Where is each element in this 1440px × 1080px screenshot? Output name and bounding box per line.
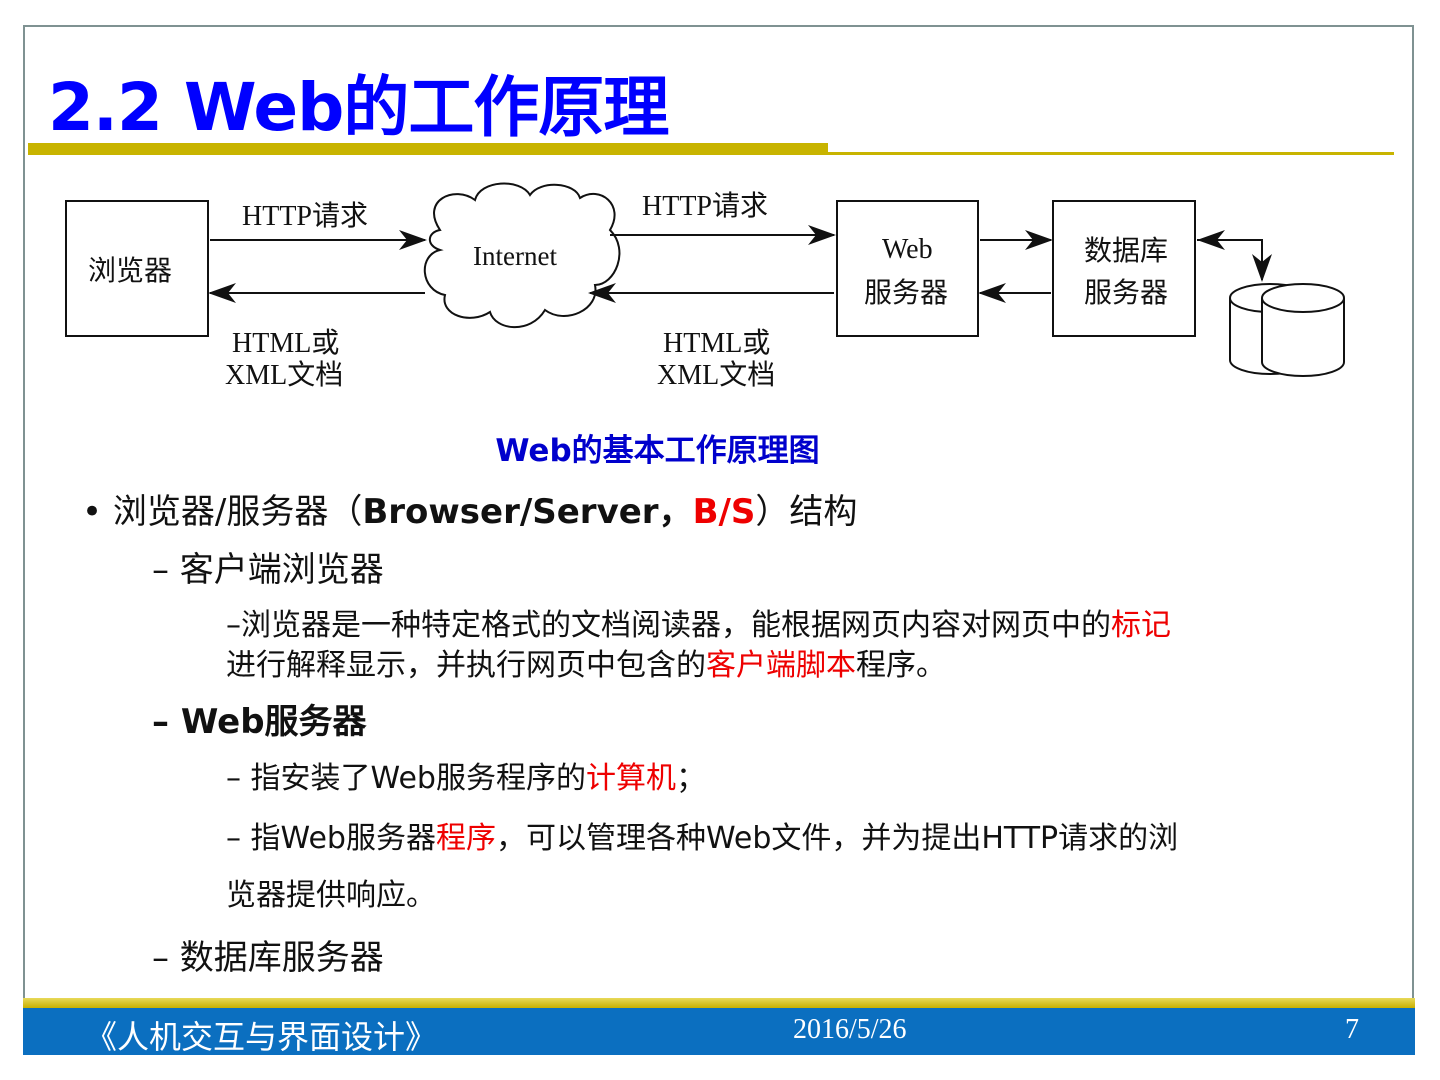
highlight-text: 标记 xyxy=(1111,608,1171,643)
http-request-label-2: HTTP请求 xyxy=(642,190,768,222)
text: 进行解释显示，并执行网页中包含的 xyxy=(226,648,706,683)
slide-frame xyxy=(23,25,1414,1055)
db-server-label-b: 服务器 xyxy=(1084,277,1168,309)
text: ； xyxy=(675,761,706,796)
slide-title: 2.2 Web的工作原理 xyxy=(48,69,669,146)
database-cylinder-icon xyxy=(1229,283,1345,377)
footer-date: 2016/5/26 xyxy=(793,1014,907,1045)
html-label-2b: XML文档 xyxy=(657,359,775,391)
db-storage-arrow xyxy=(1197,239,1272,282)
http-request-label-1: HTTP请求 xyxy=(242,200,368,232)
browser-box xyxy=(65,200,209,337)
browser-desc-line2: 进行解释显示，并执行网页中包含的客户端脚本程序。 xyxy=(226,640,946,684)
title-underline-bar xyxy=(28,143,828,155)
text: ，可以管理各种Web文件，并为提出HTTP请求的浏 xyxy=(495,821,1179,856)
web-architecture-diagram: 浏览器 HTTP请求 HTML或 XML文档 Internet HTTP请求 H… xyxy=(65,182,1345,391)
web-server-desc-2: – 指Web服务器程序，可以管理各种Web文件，并为提出HTTP请求的浏 xyxy=(226,813,1178,857)
text: • 浏览器/服务器（ xyxy=(82,492,363,532)
html-label-1a: HTML或 xyxy=(232,327,339,359)
bullet-bs-structure: • 浏览器/服务器（Browser/Server，B/S）结构 xyxy=(82,484,857,533)
web-server-desc-2-cont: 览器提供响应。 xyxy=(226,878,436,913)
html-label-1b: XML文档 xyxy=(225,359,343,391)
web-server-desc-1: – 指安装了Web服务程序的计算机； xyxy=(226,753,706,797)
web-server-box xyxy=(836,200,979,337)
title-underline-line xyxy=(828,152,1394,155)
sub-bullet-client-browser: – 客户端浏览器 xyxy=(152,550,384,590)
web-server-label-a: Web xyxy=(882,234,933,265)
sub-bullet-web-server: – Web服务器 xyxy=(152,702,367,742)
text: – 指Web服务器 xyxy=(226,821,436,856)
browser-label: 浏览器 xyxy=(88,255,172,287)
web-server-label-b: 服务器 xyxy=(864,277,948,309)
text: – 指安装了Web服务程序的 xyxy=(226,761,586,796)
highlight-text: 程序 xyxy=(435,821,496,856)
highlight-text: B/S xyxy=(692,492,756,532)
internet-label: Internet xyxy=(473,241,557,271)
highlight-text: 客户端脚本 xyxy=(706,648,856,683)
text: 程序。 xyxy=(856,648,946,683)
db-server-label-a: 数据库 xyxy=(1084,235,1168,267)
text: –浏览器是一种特定格式的文档阅读器，能根据网页内容对网页中的 xyxy=(226,608,1111,643)
highlight-text: 计算机 xyxy=(585,761,676,796)
footer-page-number: 7 xyxy=(1345,1014,1359,1045)
diagram-caption: Web的基本工作原理图 xyxy=(495,433,820,469)
footer-bar: 《人机交互与界面设计》 2016/5/26 7 xyxy=(23,1008,1415,1056)
footer-course-title: 《人机交互与界面设计》 xyxy=(85,1018,438,1056)
text: Browser/Server， xyxy=(362,492,693,532)
html-label-2a: HTML或 xyxy=(663,327,770,359)
browser-desc-line1: –浏览器是一种特定格式的文档阅读器，能根据网页内容对网页中的标记 xyxy=(226,600,1171,644)
text: ）结构 xyxy=(755,492,858,532)
sub-bullet-db-server: – 数据库服务器 xyxy=(152,938,384,978)
footer-gold-bar xyxy=(23,998,1415,1008)
db-server-box xyxy=(1052,200,1196,337)
